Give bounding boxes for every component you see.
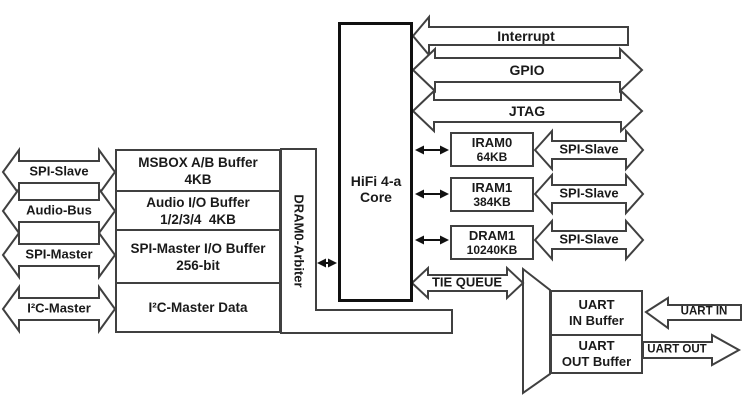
msbox-buffer-row: MSBOX A/B Buffer 4KB bbox=[117, 151, 279, 190]
uart-in-arrow bbox=[644, 296, 742, 330]
gpio-bus-arrow bbox=[411, 46, 644, 94]
uart-out-buffer-line1: UART bbox=[578, 338, 615, 353]
dram0-arbiter-label: DRAM0-Arbiter bbox=[291, 194, 307, 288]
i2c-master-data-label: I²C-Master Data bbox=[148, 300, 248, 315]
uart-mux-trapezoid bbox=[522, 266, 551, 395]
arbiter-core-link-arrow bbox=[317, 258, 337, 268]
dram1-size: 10240KB bbox=[466, 242, 518, 257]
uart-in-buffer-line2: IN Buffer bbox=[569, 313, 624, 328]
audio-io-buffer-row: Audio I/O Buffer 1/2/3/4 4KB bbox=[117, 190, 279, 229]
jtag-bus-label: JTAG bbox=[508, 102, 546, 119]
uart-buffer-box: UART IN Buffer UART OUT Buffer bbox=[550, 290, 643, 374]
audio-io-buffer-label: Audio I/O Buffer bbox=[146, 194, 250, 210]
iram1-box: IRAM1 384KB bbox=[450, 177, 534, 212]
spi-master-io-buffer-size: 256-bit bbox=[176, 257, 220, 273]
uart-in-buffer-row: UART IN Buffer bbox=[552, 292, 641, 334]
dram1-spi-slave-arrow bbox=[533, 218, 645, 262]
core-iram1-link-arrow bbox=[415, 189, 449, 199]
audio-bus-port-label: Audio-Bus bbox=[26, 202, 92, 218]
hifi4a-core-label: HiFi 4-a Core bbox=[351, 173, 402, 205]
msbox-buffer-size: 4KB bbox=[184, 171, 212, 187]
audio-io-buffer-size: 1/2/3/4 4KB bbox=[160, 211, 236, 227]
iram0-box: IRAM0 64KB bbox=[450, 132, 534, 167]
iram1-spi-slave-label: SPI-Slave bbox=[559, 185, 619, 201]
core-label-line1: HiFi 4-a bbox=[350, 172, 402, 189]
iram0-spi-slave-arrow bbox=[533, 128, 645, 172]
iram0-name: IRAM0 bbox=[471, 134, 513, 150]
iram1-spi-slave-arrow bbox=[533, 172, 645, 216]
spi-master-port-label: SPI-Master bbox=[25, 246, 93, 262]
interrupt-bus-label: Interrupt bbox=[497, 27, 555, 44]
peripheral-buffer-box: MSBOX A/B Buffer 4KB Audio I/O Buffer 1/… bbox=[115, 149, 281, 333]
uart-in-port-label: UART IN bbox=[680, 305, 728, 318]
core-label-line2: Core bbox=[360, 189, 392, 205]
dram1-box: DRAM1 10240KB bbox=[450, 225, 534, 260]
uart-out-arrow bbox=[642, 333, 742, 367]
gpio-bus-label: GPIO bbox=[509, 61, 545, 78]
tie-queue-label: TIE QUEUE bbox=[431, 274, 503, 290]
uart-in-buffer-line1: UART bbox=[578, 297, 615, 312]
i2c-master-data-row: I²C-Master Data bbox=[117, 282, 279, 331]
interrupt-bus-arrow bbox=[411, 14, 629, 58]
iram1-name: IRAM1 bbox=[471, 179, 513, 195]
core-dram1-link-arrow bbox=[415, 235, 449, 245]
jtag-bus-arrow bbox=[411, 88, 644, 134]
iram0-size: 64KB bbox=[476, 149, 508, 164]
i2c-master-port-label: I²C-Master bbox=[27, 300, 91, 316]
iram1-size: 384KB bbox=[473, 194, 511, 209]
uart-out-buffer-row: UART OUT Buffer bbox=[552, 334, 641, 372]
dram0-arbiter-shape bbox=[280, 148, 453, 334]
spi-slave-port-label: SPI-Slave bbox=[29, 163, 89, 179]
uart-out-port-label: UART OUT bbox=[647, 343, 707, 356]
hifi4a-core-box bbox=[338, 22, 413, 302]
spi-master-io-buffer-row: SPI-Master I/O Buffer 256-bit bbox=[117, 229, 279, 282]
dram1-spi-slave-label: SPI-Slave bbox=[559, 231, 619, 247]
uart-out-buffer-line2: OUT Buffer bbox=[561, 354, 632, 369]
dram1-name: DRAM1 bbox=[468, 227, 516, 243]
tie-queue-arrow bbox=[410, 265, 525, 301]
msbox-buffer-label: MSBOX A/B Buffer bbox=[138, 154, 258, 170]
core-iram0-link-arrow bbox=[415, 145, 449, 155]
spi-master-io-buffer-label: SPI-Master I/O Buffer bbox=[130, 240, 266, 256]
iram0-spi-slave-label: SPI-Slave bbox=[559, 141, 619, 157]
